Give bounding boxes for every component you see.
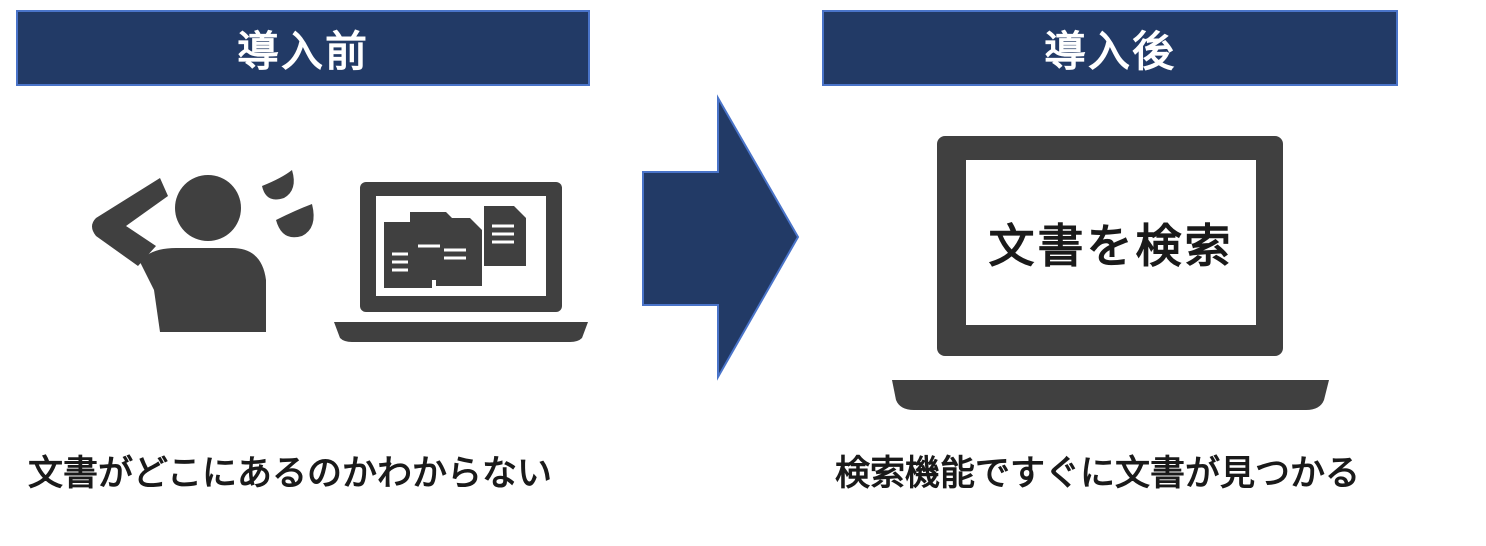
transition-arrow (642, 94, 800, 381)
header-before: 導入前 (16, 10, 590, 86)
header-after: 導入後 (822, 10, 1398, 86)
header-before-label: 導入前 (236, 26, 369, 76)
header-after-label: 導入後 (1043, 26, 1176, 76)
confused-person-icon (92, 170, 314, 332)
document-stack-icon (384, 206, 526, 288)
laptop-documents-icon (334, 182, 588, 342)
laptop-search-icon (892, 136, 1329, 410)
search-screen-text: 文書を検索 (988, 218, 1234, 273)
caption-after: 検索機能ですぐに文書が見つかる (835, 454, 1361, 494)
caption-before: 文書がどこにあるのかわからない (28, 454, 552, 494)
